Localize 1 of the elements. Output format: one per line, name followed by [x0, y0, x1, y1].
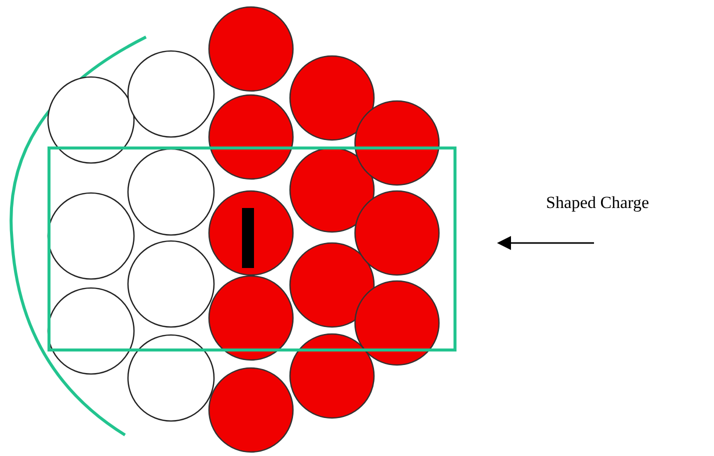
text-label: Shaped Charge — [546, 194, 650, 211]
